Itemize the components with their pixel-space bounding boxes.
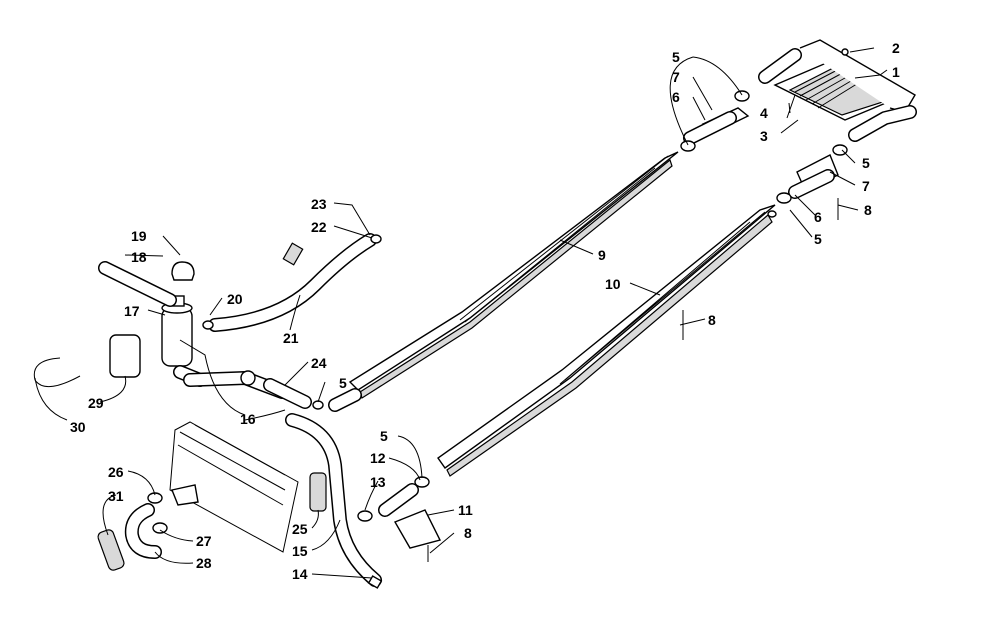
callout-5a: 5	[672, 49, 680, 65]
lower-left-hoses	[97, 484, 199, 571]
callout-15: 15	[292, 543, 308, 559]
callout-26: 26	[108, 464, 124, 480]
callout-9: 9	[598, 247, 606, 263]
callout-29: 29	[88, 395, 104, 411]
callout-7a: 7	[672, 69, 680, 85]
heat-exchanger-assembly	[758, 39, 917, 142]
callout-23: 23	[311, 196, 327, 212]
callout-31: 31	[108, 488, 124, 504]
hose-24	[183, 370, 324, 410]
callout-3: 3	[760, 128, 768, 144]
callout-5b: 5	[862, 155, 870, 171]
callout-20: 20	[227, 291, 243, 307]
lower-couplers	[357, 476, 442, 549]
callout-12: 12	[370, 450, 386, 466]
callout-2: 2	[892, 40, 900, 56]
callout-28: 28	[196, 555, 212, 571]
callout-14: 14	[292, 566, 308, 582]
callout-5d: 5	[339, 375, 347, 391]
callout-30: 30	[70, 419, 86, 435]
callout-5e: 5	[380, 428, 388, 444]
callout-10: 10	[605, 276, 621, 292]
callout-5c: 5	[814, 231, 822, 247]
callouts: 1 2 3 4 5 7 6 5 7 8 6 5 9 10 8 23 22 19 …	[70, 40, 900, 582]
hose-15	[285, 413, 383, 589]
callout-6b: 6	[814, 209, 822, 225]
callout-27: 27	[196, 533, 212, 549]
cooler-rail-10	[437, 204, 776, 477]
callout-25: 25	[292, 521, 308, 537]
callout-17: 17	[124, 303, 140, 319]
callout-4: 4	[760, 105, 768, 121]
hose-21	[202, 233, 382, 332]
callout-6a: 6	[672, 89, 680, 105]
leader-lines	[34, 47, 888, 579]
callout-13: 13	[370, 474, 386, 490]
callout-16: 16	[240, 411, 256, 427]
callout-11: 11	[458, 502, 473, 518]
callout-1: 1	[892, 64, 900, 80]
callout-8c: 8	[464, 525, 472, 541]
callout-22: 22	[311, 219, 327, 235]
mounting-bracket	[33, 334, 141, 387]
upper-couplers	[680, 90, 848, 218]
callout-24: 24	[311, 355, 327, 371]
callout-18: 18	[131, 249, 147, 265]
cooler-rail-9	[328, 151, 679, 412]
callout-19: 19	[131, 228, 147, 244]
callout-21: 21	[283, 330, 299, 346]
radiator	[169, 421, 299, 553]
callout-7b: 7	[862, 178, 870, 194]
callout-8b: 8	[708, 312, 716, 328]
callout-8a: 8	[864, 202, 872, 218]
